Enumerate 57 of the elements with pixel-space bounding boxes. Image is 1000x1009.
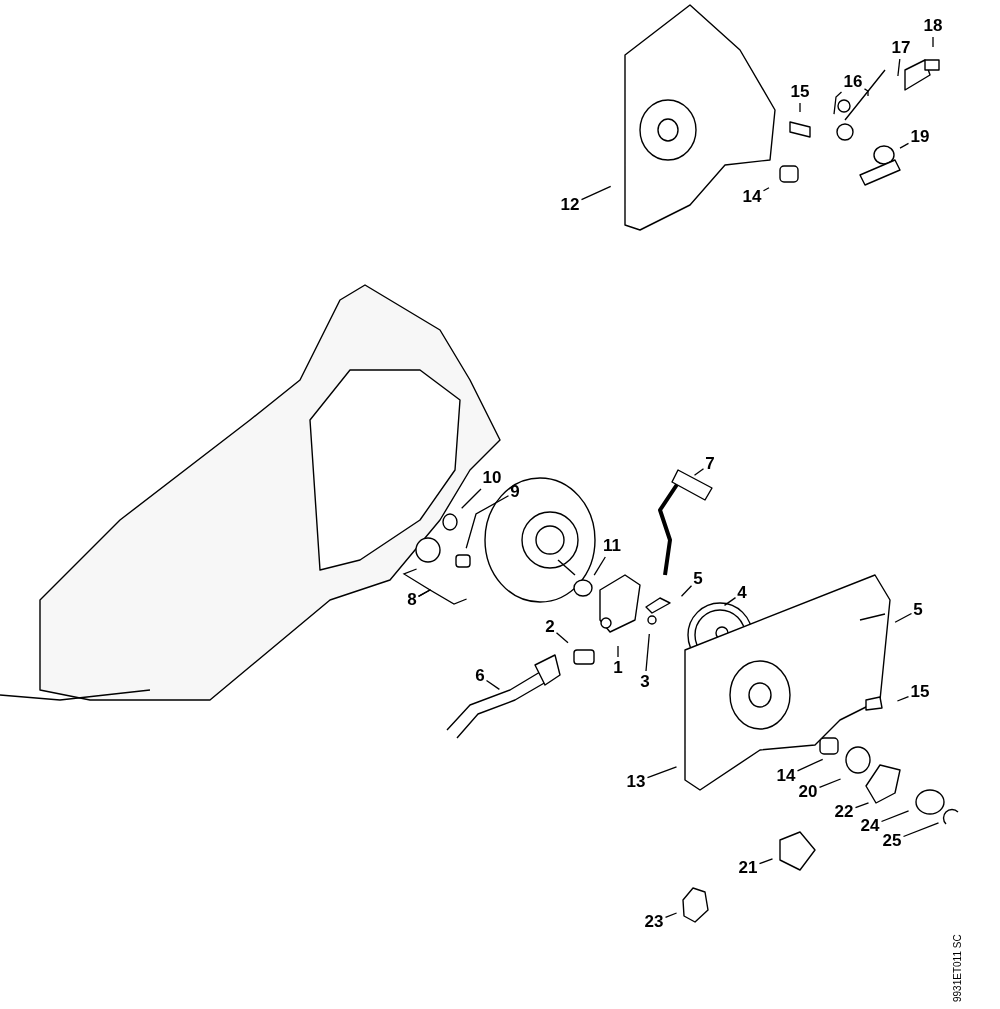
callout-number: 15 xyxy=(910,683,930,701)
leader-line xyxy=(899,142,910,149)
leader-line xyxy=(896,695,910,702)
callout-number: 24 xyxy=(860,817,880,835)
callout-number: 10 xyxy=(482,469,502,487)
callout-number: 6 xyxy=(475,667,485,685)
callout-number: 7 xyxy=(705,455,715,473)
callout-number: 14 xyxy=(742,188,762,206)
leader-line xyxy=(932,36,934,48)
callout-number: 17 xyxy=(891,39,911,57)
leader-line xyxy=(818,778,842,789)
leader-line xyxy=(897,58,901,77)
callout-number: 21 xyxy=(738,859,758,877)
drawing-code: 9931ET011 SC xyxy=(952,934,963,1002)
leader-line xyxy=(580,185,612,201)
callout-number: 16 xyxy=(843,73,863,91)
callout-number: 12 xyxy=(560,196,580,214)
callout-number: 13 xyxy=(626,773,646,791)
callout-number: 1 xyxy=(613,659,623,677)
leader-line xyxy=(693,468,705,476)
callout-number: 15 xyxy=(790,83,810,101)
leader-line xyxy=(799,102,801,113)
leader-line xyxy=(758,858,774,865)
leader-line xyxy=(461,488,482,509)
callout-number: 5 xyxy=(693,570,703,588)
leader-line xyxy=(617,645,619,658)
leader-line xyxy=(465,495,510,549)
leader-line xyxy=(485,679,501,691)
callout-number: 2 xyxy=(545,618,555,636)
callout-number: 4 xyxy=(737,584,747,602)
leader-line xyxy=(417,589,468,605)
callout-number: 9 xyxy=(510,483,520,501)
callout-number: 18 xyxy=(923,17,943,35)
leader-line xyxy=(593,556,606,576)
leader-line xyxy=(796,758,824,772)
callout-number: 5 xyxy=(913,601,923,619)
callout-number: 11 xyxy=(603,537,621,555)
leader-line xyxy=(833,91,843,115)
leader-line xyxy=(646,766,678,779)
callout-number: 8 xyxy=(407,591,417,609)
callout-number: 3 xyxy=(640,673,650,691)
leader-line xyxy=(902,822,940,838)
callout-number: 22 xyxy=(834,803,854,821)
callout-number: 25 xyxy=(882,832,902,850)
callout-number: 19 xyxy=(910,128,930,146)
leader-line xyxy=(680,585,693,597)
callout-number: 23 xyxy=(644,913,664,931)
callout-number: 20 xyxy=(798,783,818,801)
leader-line xyxy=(762,187,770,192)
leader-line xyxy=(723,596,737,607)
leader-line xyxy=(854,802,870,809)
callout-number: 14 xyxy=(776,767,796,785)
leader-line xyxy=(555,632,569,644)
leader-line xyxy=(645,633,650,672)
leader-line xyxy=(664,912,678,919)
leader-line xyxy=(894,612,913,623)
leader-line xyxy=(880,810,910,823)
